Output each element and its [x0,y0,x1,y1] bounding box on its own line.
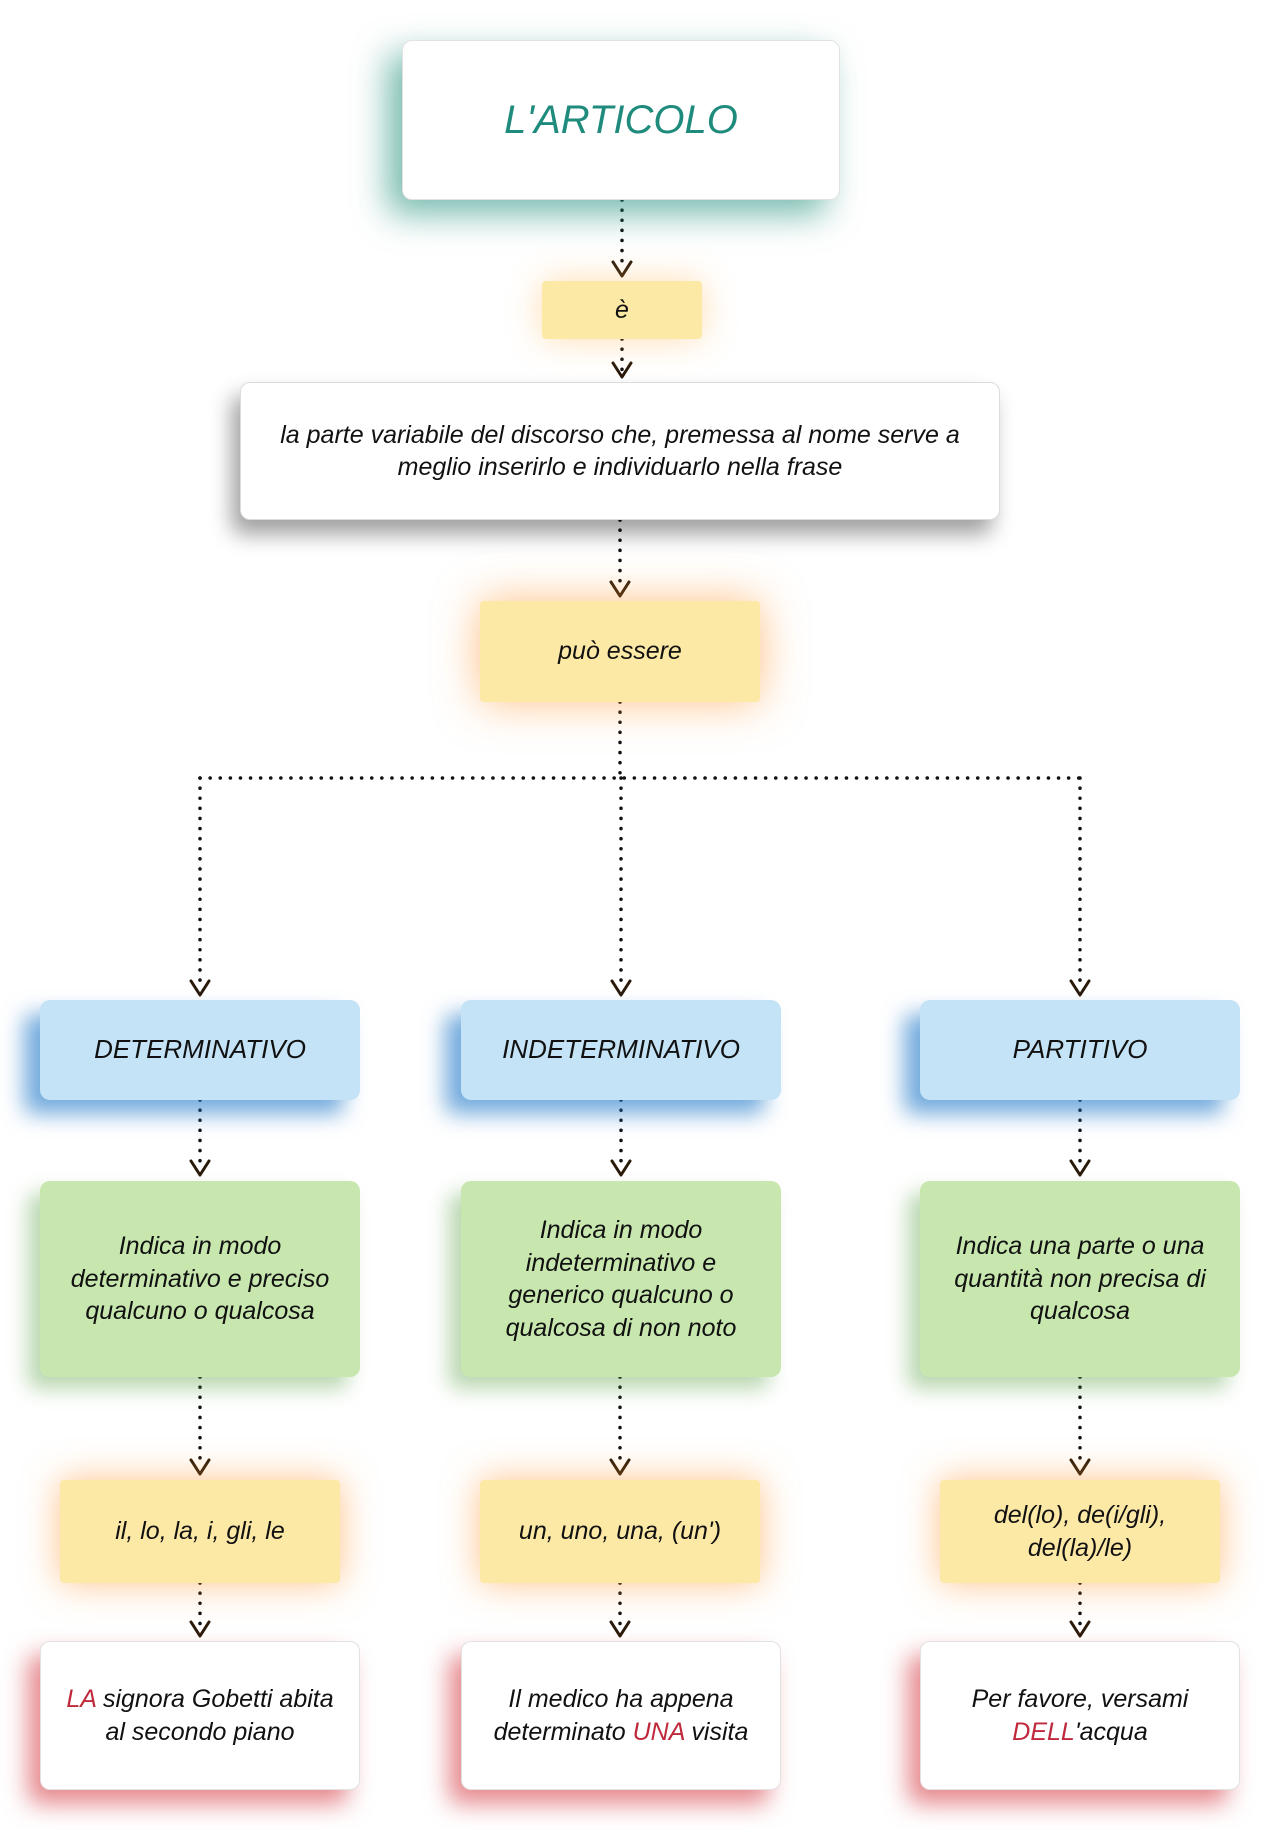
example-box-determinativo: LA signora Gobetti abita al secondo pian… [40,1641,360,1790]
arrowhead-branch-right [1069,979,1091,997]
arrowhead-title [611,260,633,278]
link-text-puo-essere: può essere [558,637,682,666]
title-text: L'ARTICOLO [504,98,738,142]
description-box-partitivo: Indica una parte o una quantità non prec… [920,1181,1240,1377]
arrowhead-definition [609,580,631,598]
example-text: al secondo piano [105,1717,295,1746]
example-line-1: Per favore, versami [972,1683,1189,1716]
description-box-determinativo: Indica in modo determinativo e preciso q… [40,1181,360,1377]
arrowhead-branch-left [189,979,211,997]
example-text: visita [684,1717,749,1746]
example-box-partitivo: Per favore, versami DELL'acqua [920,1641,1240,1790]
example-highlight: DELL [1012,1717,1075,1746]
forms-box-indeterminativo: un, uno, una, (un') [480,1480,760,1583]
description-line: qualcuno o qualcosa [85,1297,315,1326]
example-text: determinato [493,1717,633,1746]
type-box-indeterminativo: INDETERMINATIVO [461,1000,781,1100]
type-box-determinativo: DETERMINATIVO [40,1000,360,1100]
description-line: qualcosa di non noto [505,1313,737,1342]
example-line-2: al secondo piano [66,1716,333,1749]
definition-line-1: la parte variabile del discorso che, pre… [280,420,960,449]
link-text-e: è [615,295,629,324]
link-box-e: è [542,281,702,339]
arrowhead-example-3 [1069,1620,1091,1638]
example-line-1: Il medico ha appena [494,1683,749,1716]
description-line: indeterminativo e [525,1248,717,1277]
example-box-indeterminativo: Il medico ha appena determinato UNA visi… [461,1641,781,1790]
forms-box-partitivo: del(lo), de(i/gli), del(la)/le) [940,1480,1220,1583]
arrowhead-branch-middle [610,979,632,997]
arrowhead-forms-1 [189,1458,211,1476]
link-box-puo-essere: può essere [480,601,760,702]
title-box: L'ARTICOLO [402,40,840,200]
description-box-indeterminativo: Indica in modo indeterminativo e generic… [461,1181,781,1377]
description-line: quantità non precisa di [954,1264,1206,1293]
type-label: INDETERMINATIVO [502,1034,740,1065]
type-box-partitivo: PARTITIVO [920,1000,1240,1100]
example-highlight: UNA [632,1717,685,1746]
arrowhead-link-1 [611,361,633,379]
arrowhead-forms-2 [609,1458,631,1476]
arrowhead-example-1 [189,1620,211,1638]
type-label: DETERMINATIVO [94,1034,306,1065]
forms-line: del(la)/le) [1027,1533,1133,1562]
forms-line: il, lo, la, i, gli, le [115,1517,285,1546]
arrowhead-desc-1 [189,1159,211,1177]
description-line: Indica in modo [118,1232,282,1261]
example-line-2: determinato UNA visita [494,1716,749,1749]
description-line: generico qualcuno o [508,1281,734,1309]
arrowhead-example-2 [609,1620,631,1638]
arrowhead-forms-3 [1069,1458,1091,1476]
arrowhead-desc-3 [1069,1159,1091,1177]
forms-line: del(lo), de(i/gli), [993,1501,1167,1529]
arrowhead-desc-2 [610,1159,632,1177]
description-line: Indica in modo [539,1216,703,1244]
example-text: Il medico ha appena [508,1685,734,1713]
description-line: qualcosa [1029,1297,1131,1326]
example-highlight: LA [66,1685,96,1713]
example-text: 'acqua [1074,1717,1148,1746]
type-label: PARTITIVO [1012,1034,1148,1065]
definition-box: la parte variabile del discorso che, pre… [240,382,1000,520]
example-line-1: LA signora Gobetti abita [66,1683,333,1716]
description-line: Indica una parte o una [955,1232,1205,1261]
definition-line-2: meglio inserirlo e individuarlo nella fr… [397,453,843,481]
example-text: signora Gobetti abita [96,1685,334,1713]
example-text: Per favore, versami [971,1685,1189,1713]
forms-box-determinativo: il, lo, la, i, gli, le [60,1480,340,1583]
forms-line: un, uno, una, (un') [518,1517,722,1546]
description-line: determinativo e preciso [70,1264,330,1293]
example-line-2: DELL'acqua [972,1716,1189,1749]
